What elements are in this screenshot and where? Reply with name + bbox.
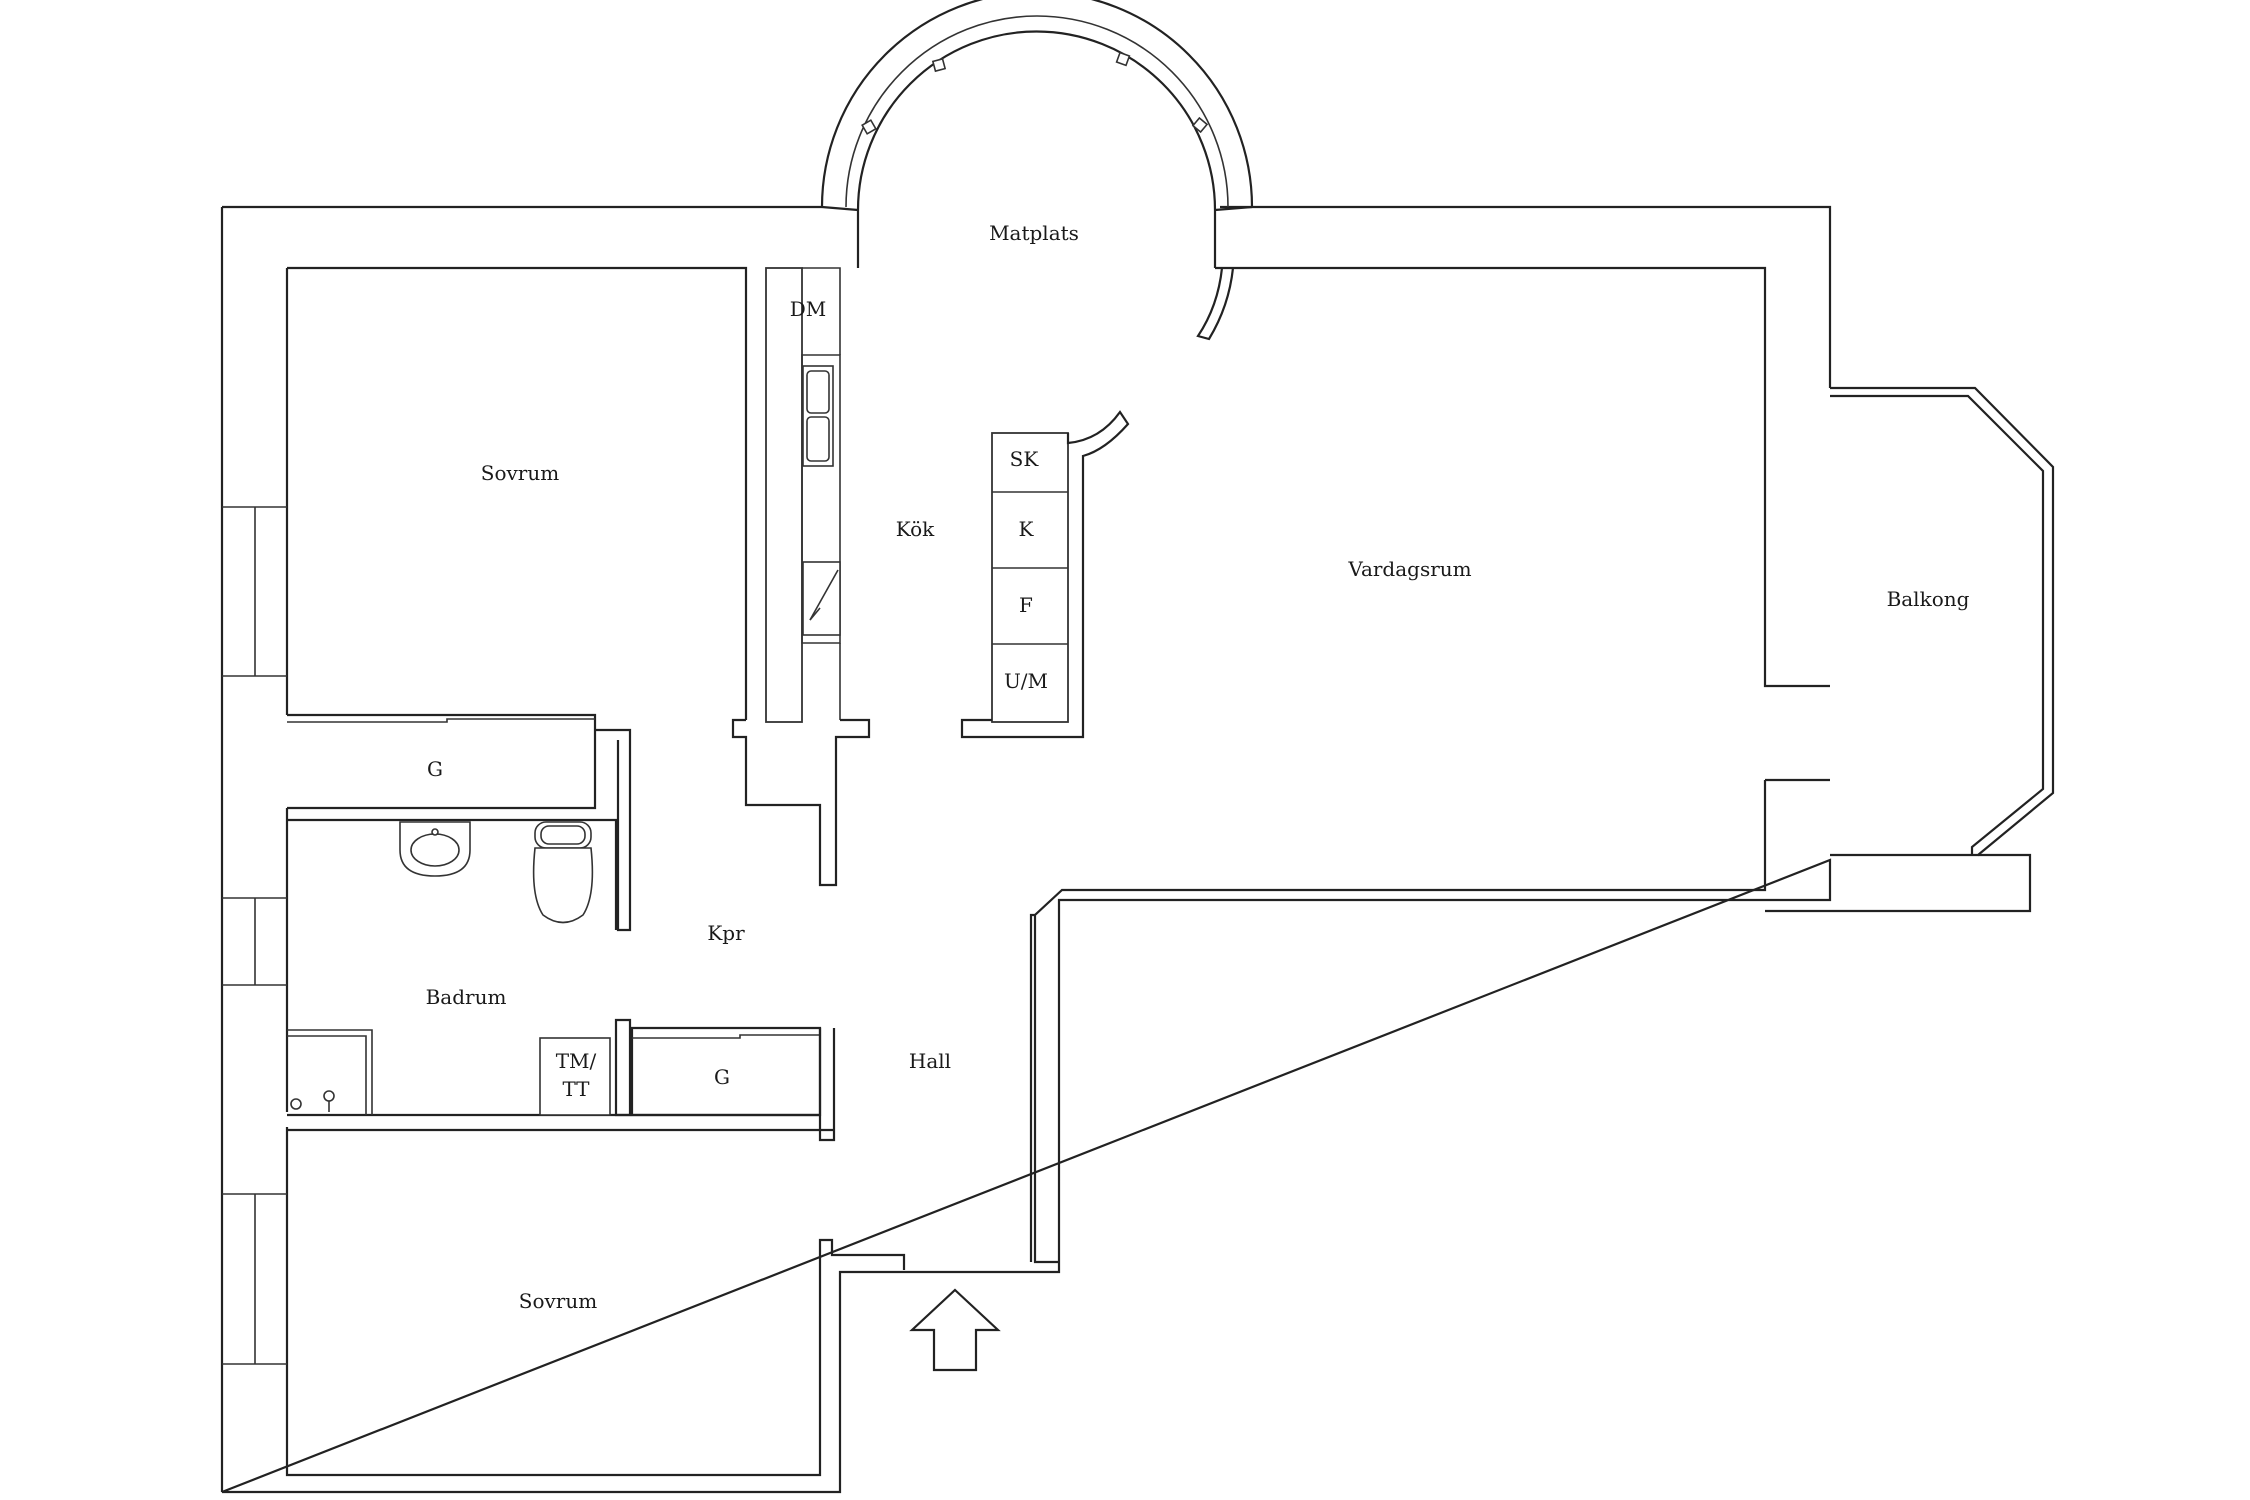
room-label-vardagsrum: Vardagsrum <box>1347 557 1471 581</box>
room-label-badrum: Badrum <box>426 985 507 1009</box>
outer-walls <box>220 205 1832 1494</box>
label-tm-line2: TT <box>562 1077 590 1101</box>
windows-left <box>222 506 287 1365</box>
kitchen <box>731 267 1130 887</box>
bathroom <box>287 818 834 1132</box>
label-g-top: G <box>427 757 443 781</box>
room-label-balkong: Balkong <box>1887 587 1970 611</box>
room-label-sovrum-top: Sovrum <box>481 461 559 485</box>
toilet-icon <box>532 821 594 924</box>
room-label-kpr: Kpr <box>707 921 745 945</box>
label-g-bottom: G <box>714 1065 730 1089</box>
room-label-hall: Hall <box>909 1049 951 1073</box>
label-um: U/M <box>1004 669 1048 693</box>
bay-window <box>820 0 1254 341</box>
entrance-arrow-icon <box>909 1288 1001 1372</box>
balcony <box>1765 386 2055 913</box>
room-labels: Matplats Sovrum Kök Vardagsrum Balkong K… <box>426 221 1970 1313</box>
label-dm: DM <box>790 297 827 321</box>
label-sk: SK <box>1010 447 1040 471</box>
label-k: K <box>1019 517 1035 541</box>
room-label-sovrum-bottom: Sovrum <box>519 1289 597 1313</box>
label-f: F <box>1019 593 1033 617</box>
label-tm-line1: TM/ <box>556 1049 597 1073</box>
sink-icon <box>399 821 471 877</box>
room-label-kok: Kök <box>896 517 935 541</box>
kitchen-sink-icon <box>802 365 834 467</box>
room-label-matplats: Matplats <box>989 221 1079 245</box>
